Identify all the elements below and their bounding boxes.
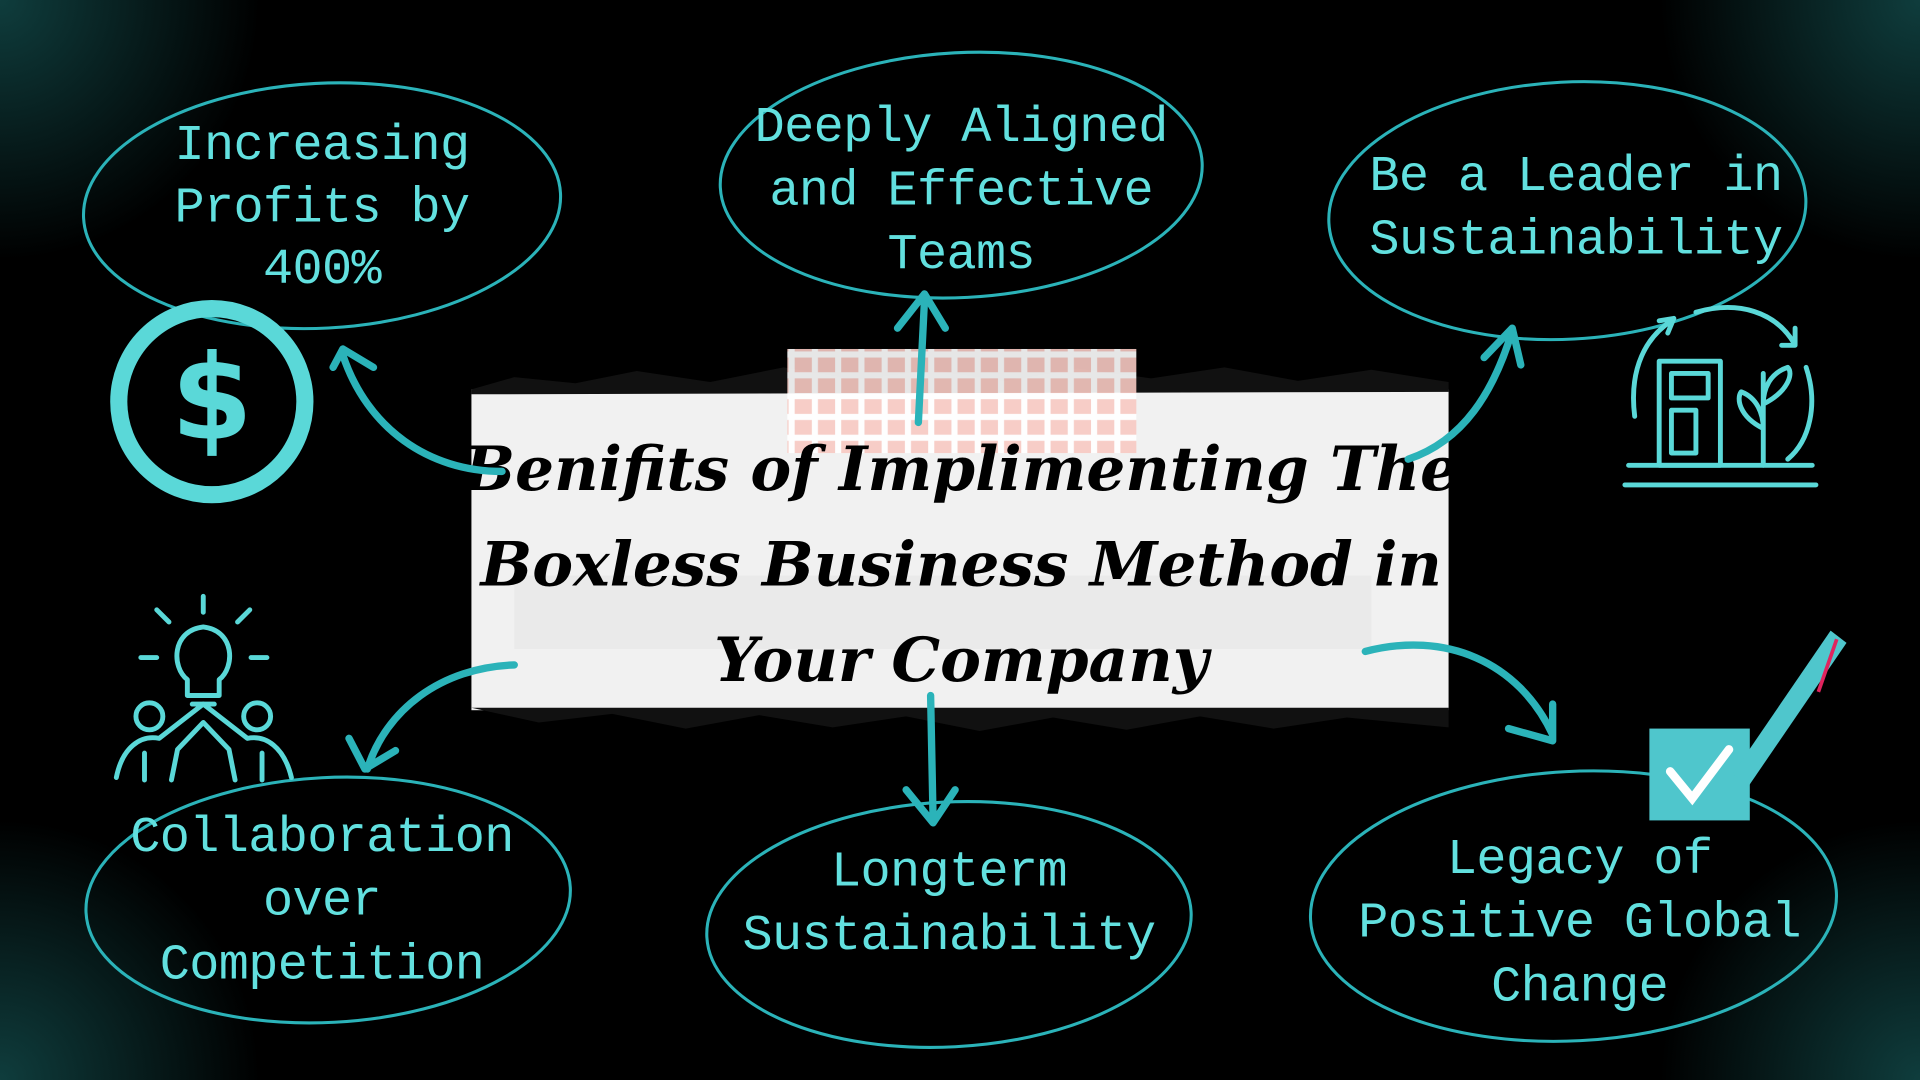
arrow-to-teams — [893, 290, 949, 427]
node-text: Be a Leader in — [1369, 149, 1782, 206]
benefit-node-legacy: Legacy of Positive Global Change — [1308, 769, 1838, 1043]
benefit-node-profits: Increasing Profits by 400% — [81, 81, 563, 331]
node-text: Change — [1491, 959, 1668, 1016]
arrow-to-legacy — [1361, 641, 1557, 745]
benefit-node-teams: Deeply Aligned and Effective Teams — [718, 50, 1204, 300]
node-text: Legacy of — [1447, 832, 1713, 889]
connector-arrows — [329, 290, 1557, 827]
checkbox-pen-icon — [1649, 630, 1847, 821]
node-text: Collaboration — [130, 810, 514, 867]
node-text: Profits by — [175, 181, 470, 238]
arrow-to-collaboration — [345, 661, 518, 773]
teamwork-lightbulb-icon — [113, 593, 294, 783]
node-text: Longterm — [831, 844, 1067, 901]
benefit-node-longterm: Longterm Sustainability — [705, 800, 1193, 1049]
title-line-1: Benifits of Implimenting The — [461, 434, 1459, 505]
dollar-icon: $ — [110, 300, 314, 504]
benefit-node-collaboration: Collaboration over Competition — [84, 775, 572, 1025]
arrow-to-profits — [329, 345, 506, 476]
node-text: and Effective — [769, 163, 1153, 220]
node-text: Sustainability — [742, 908, 1155, 965]
node-text: 400% — [263, 242, 383, 299]
node-text: over — [263, 874, 381, 931]
washi-tape — [787, 348, 1137, 454]
node-text: Competition — [160, 937, 485, 994]
node-text: Positive Global — [1358, 896, 1801, 953]
sustainable-building-icon — [1622, 305, 1819, 488]
arrow-to-leader — [1404, 324, 1525, 463]
node-text: Increasing — [175, 118, 470, 175]
title-line-3: Your Company — [714, 625, 1213, 696]
svg-text:$: $ — [171, 329, 253, 466]
node-text: Sustainability — [1369, 212, 1782, 269]
node-text: Deeply Aligned — [755, 100, 1168, 157]
benefit-node-leader: Be a Leader in Sustainability — [1327, 80, 1808, 342]
title-line-2: Boxless Business Method in — [479, 529, 1442, 600]
node-text: Teams — [887, 227, 1035, 284]
